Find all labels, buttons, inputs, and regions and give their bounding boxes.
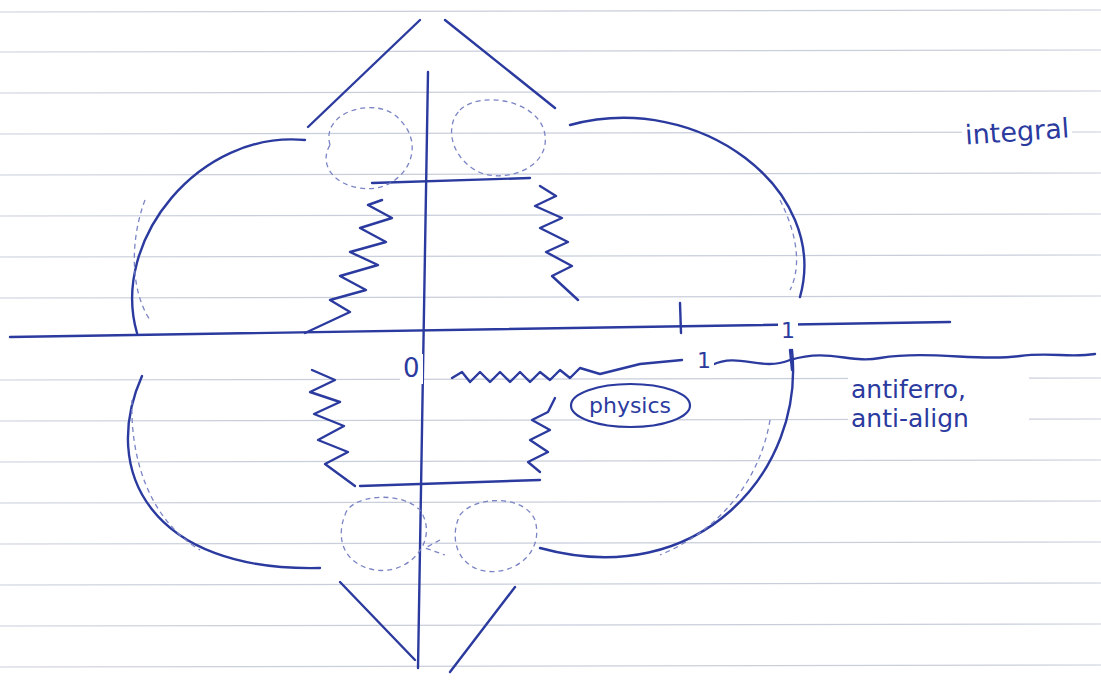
axis-number: 1 xyxy=(694,348,714,373)
axis-number: 0 xyxy=(400,354,423,384)
note-text: physics xyxy=(589,393,672,418)
circled-note: physics xyxy=(569,382,692,429)
margin-note: integral xyxy=(961,112,1073,151)
margin-note: antiferro, anti-align xyxy=(848,376,1029,434)
axis-number: 1 xyxy=(778,318,798,343)
